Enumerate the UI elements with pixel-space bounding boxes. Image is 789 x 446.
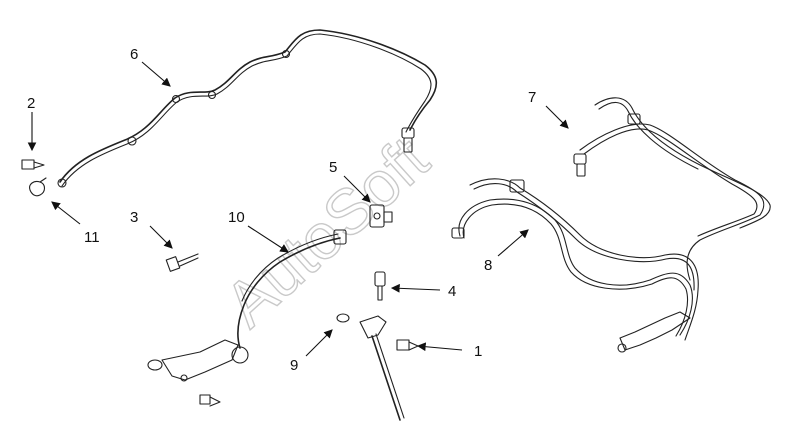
watermark: AutoSoft	[211, 122, 442, 340]
callout-10: 10	[228, 209, 245, 226]
part-7-fuel-line-set	[573, 97, 771, 281]
part-1-bolt	[396, 339, 419, 351]
arrow-9	[305, 329, 333, 357]
callout-6: 6	[130, 46, 138, 63]
callout-4: 4	[448, 283, 456, 300]
callout-11: 11	[84, 229, 100, 246]
arrow-4	[390, 283, 441, 293]
callout-7: 7	[528, 89, 536, 106]
part-11-clip	[29, 177, 47, 197]
part-2-bolt	[21, 159, 45, 170]
callout-3: 3	[130, 209, 138, 226]
part-8-fuel-line-set	[451, 178, 699, 353]
callout-8: 8	[484, 257, 492, 274]
callout-1: 1	[474, 343, 482, 360]
arrow-6	[141, 61, 171, 87]
arrow-7	[545, 105, 569, 129]
part-6-fuel-line	[57, 29, 438, 188]
leader-arrows	[27, 61, 569, 357]
callout-2: 2	[27, 95, 35, 112]
callout-9: 9	[290, 357, 298, 374]
arrow-11	[51, 201, 81, 225]
part-3-screw	[165, 253, 199, 272]
arrow-10	[247, 225, 289, 253]
arrow-3	[149, 225, 173, 249]
callout-5: 5	[329, 159, 337, 176]
part-9-washer	[336, 313, 350, 323]
part-4-bracket-line	[359, 271, 405, 421]
arrow-1	[416, 342, 463, 352]
arrow-8	[497, 229, 529, 257]
arrow-5	[343, 175, 371, 203]
part-10-fuel-line	[147, 229, 347, 407]
part-5-tee-fitting	[369, 204, 393, 228]
